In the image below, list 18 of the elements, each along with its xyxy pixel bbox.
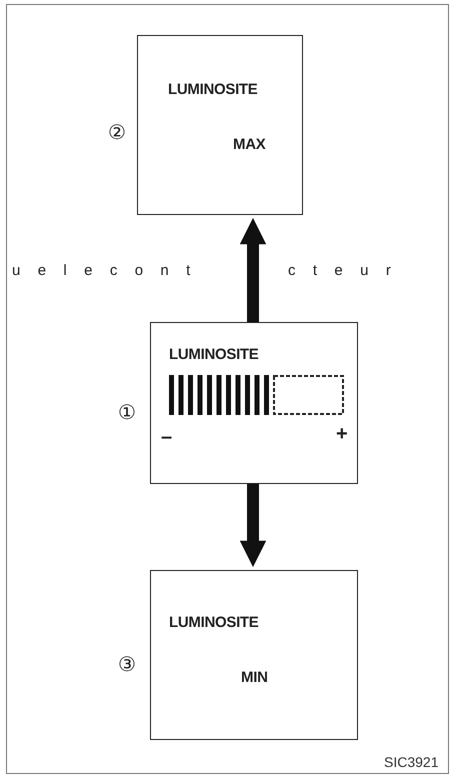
screen-title: LUMINOSITE (169, 614, 258, 631)
screen-title: LUMINOSITE (168, 81, 258, 98)
screen-value: MIN (241, 669, 268, 686)
arrow (240, 218, 266, 322)
minus-sign: – (161, 426, 172, 449)
plus-sign: + (336, 423, 348, 446)
callout-number: ② (108, 121, 126, 145)
display-screen (150, 322, 358, 484)
display-screen (150, 570, 358, 740)
stray-text: u e l e c o n t (12, 262, 197, 279)
screen-value: MAX (233, 136, 266, 153)
display-screen (137, 35, 303, 215)
arrow (240, 484, 266, 568)
figure-code: SIC3921 (384, 754, 438, 770)
callout-number: ③ (118, 653, 136, 677)
stray-text: c t e u r (288, 262, 398, 279)
callout-number: ① (118, 401, 136, 425)
screen-title: LUMINOSITE (169, 346, 258, 363)
